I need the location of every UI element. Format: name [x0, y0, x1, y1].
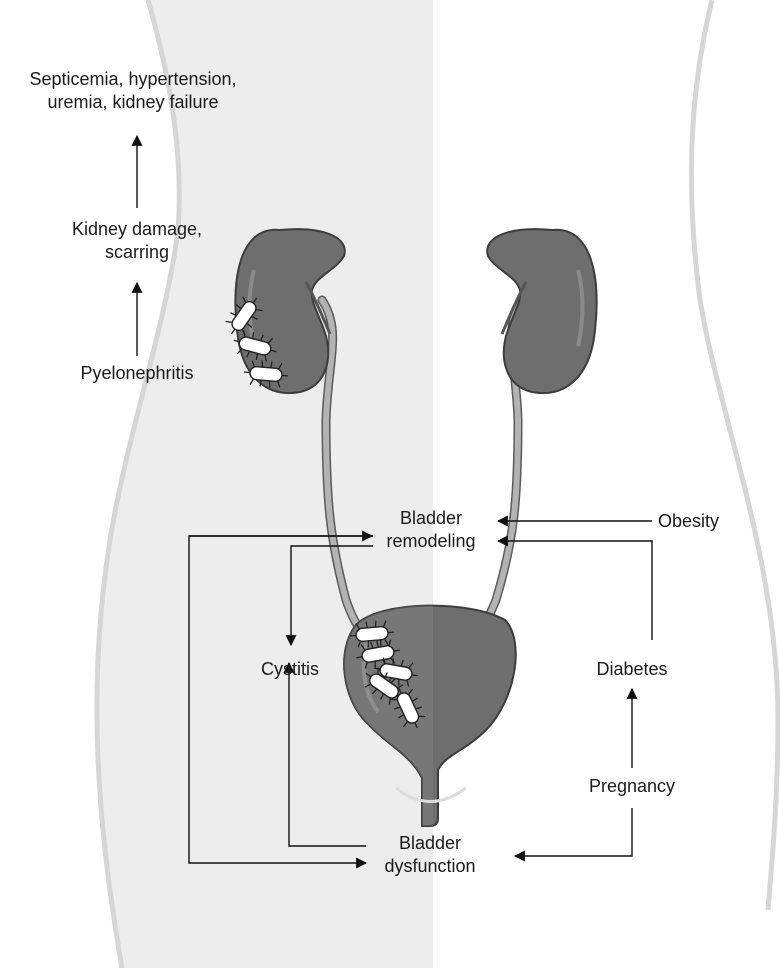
cystitis-label: Cystitis — [240, 658, 340, 681]
pregnancy-label: Pregnancy — [565, 775, 699, 798]
bladder-remodeling-label: Bladder remodeling — [356, 507, 506, 553]
pyelonephritis-label: Pyelonephritis — [42, 362, 232, 385]
kidney-damage-label: Kidney damage, scarring — [42, 218, 232, 264]
body-left-half-shade — [97, 0, 433, 968]
arrow-diabetes-to-remodeling — [498, 541, 652, 640]
bladder-dysfunction-label: Bladder dysfunction — [360, 832, 500, 878]
obesity-label: Obesity — [658, 510, 719, 533]
body-outline-right — [691, 0, 778, 910]
right-kidney — [487, 229, 596, 393]
diabetes-label: Diabetes — [572, 658, 692, 681]
outcomes-label: Septicemia, hypertension, uremia, kidney… — [2, 68, 264, 114]
arrow-pregnancy-to-dysfunction — [515, 808, 632, 856]
